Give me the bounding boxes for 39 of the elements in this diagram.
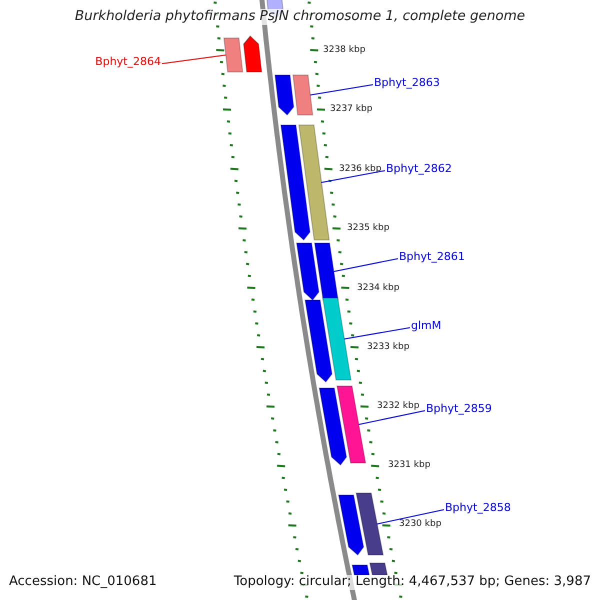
gene-marker [304, 300, 333, 383]
gene-label: glmM [411, 320, 442, 333]
gene-bar [223, 38, 244, 72]
leader-line [358, 410, 426, 425]
scale-label: 3238 kbp [323, 45, 366, 56]
genome-summary: Topology: circular; Length: 4,467,537 bp; Genes: 3,987 [234, 575, 591, 590]
leader-line [310, 84, 374, 96]
gene-marker [274, 74, 294, 116]
gene-label: Bphyt_2861 [399, 251, 465, 264]
scale-label: 3237 kbp [330, 104, 372, 114]
leader-line [333, 258, 398, 272]
gene-label: Bphyt_2862 [386, 163, 452, 176]
gene-bar [298, 124, 330, 240]
gene-marker [318, 388, 348, 466]
scale-label: 3236 kbp [339, 164, 382, 174]
accession-text: Accession: NC_010681 [9, 575, 157, 590]
scale-label: 3234 kbp [357, 283, 400, 294]
scale-label: 3231 kbp [388, 460, 430, 470]
gene-label: Bphyt_2864 [95, 56, 161, 69]
leader-line [162, 54, 226, 64]
gene-bar [322, 298, 352, 380]
scale-label: 3230 kbp [399, 519, 442, 530]
scale-label: 3232 kbp [377, 401, 420, 412]
scale-label: 3233 kbp [367, 342, 410, 352]
gene-marker [280, 124, 311, 241]
gene-label: Bphyt_2859 [426, 403, 492, 416]
gene-label: Bphyt_2858 [445, 502, 511, 515]
leader-line [320, 170, 386, 183]
gene-bar [356, 492, 384, 556]
gene-bar [314, 242, 339, 300]
leader-line [344, 327, 410, 340]
leader-line [376, 509, 444, 524]
gene-marker [243, 35, 262, 72]
gene-marker [296, 242, 320, 301]
gene-bar [336, 386, 366, 464]
gene-label: Bphyt_2863 [374, 77, 440, 90]
gene-bar [292, 74, 314, 116]
gene-marker [338, 494, 364, 556]
scale-label: 3235 kbp [347, 223, 390, 234]
